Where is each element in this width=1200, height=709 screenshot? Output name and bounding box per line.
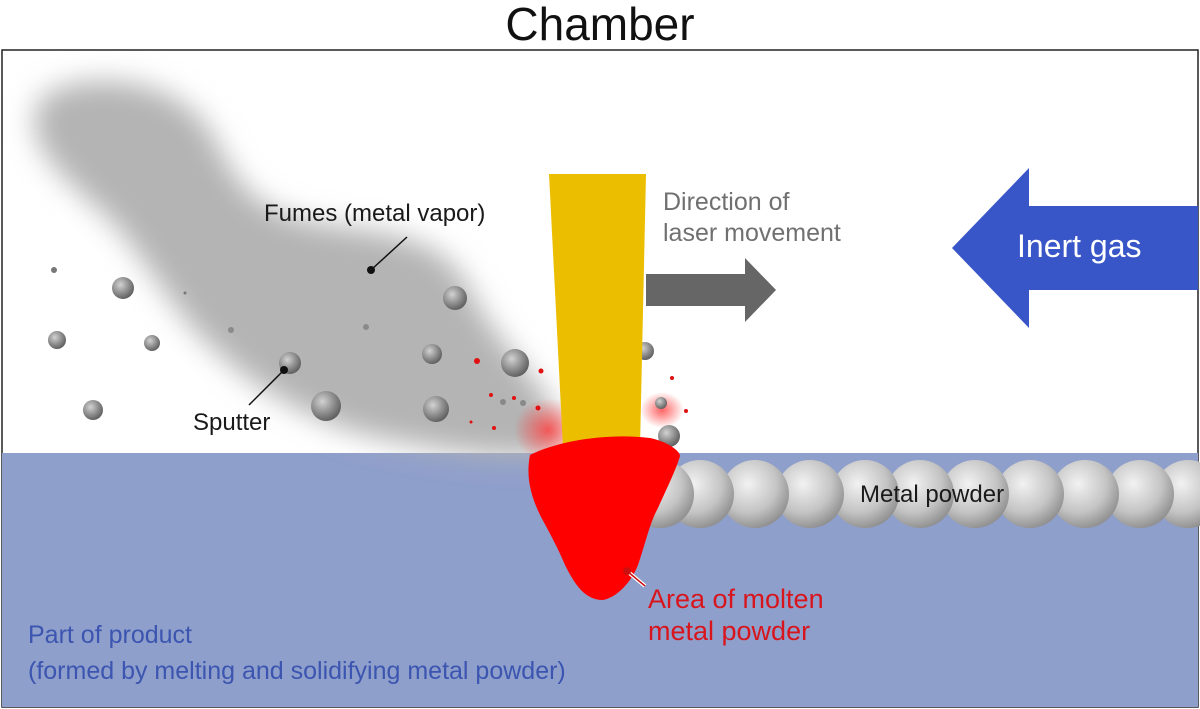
direction-arrow [646,258,776,322]
sputter-label: Sputter [193,409,271,436]
molten-label-line1: Area of molten [648,584,824,614]
molten-label-line2: metal powder [648,616,811,646]
fumes-cloud [34,80,557,457]
product-label-line1: Part of product [28,621,192,649]
direction-label-line1: Direction of [663,188,790,216]
heat-glow-right [640,392,684,428]
page-title: Chamber [505,0,695,50]
direction-label-line2: laser movement [663,219,841,247]
metal-powder-label: Metal powder [860,481,1005,508]
metal-powder-layer [626,460,1200,528]
product-label-line2: (formed by melting and solidifying metal… [28,657,566,685]
inert-gas-arrow [952,168,1198,328]
inert-gas-label: Inert gas [1017,228,1142,264]
fumes-label: Fumes (metal vapor) [264,200,486,227]
leader-lines [248,236,647,588]
molten-area [528,436,680,600]
laser-beam [549,174,646,448]
